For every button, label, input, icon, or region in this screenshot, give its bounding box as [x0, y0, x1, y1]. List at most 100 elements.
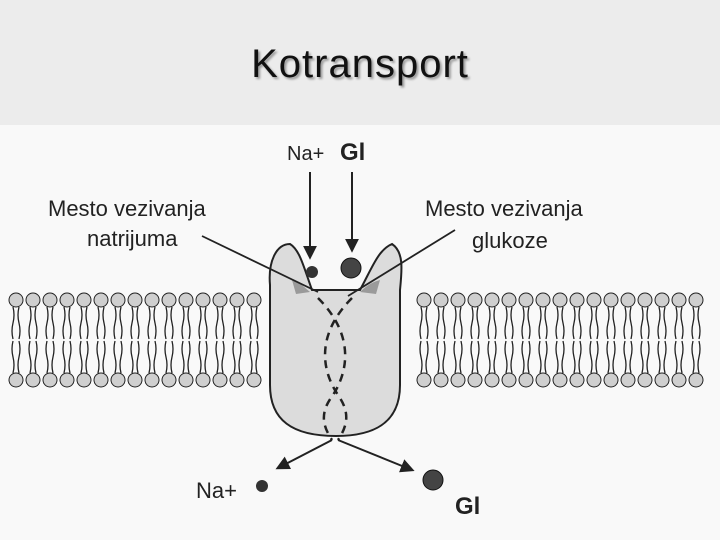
lipid-tail: [572, 306, 576, 340]
sodium-binding-site: [292, 280, 310, 294]
lipid-head: [59, 372, 75, 388]
lipid-heads-bottom: [8, 372, 704, 388]
lipid-tail: [198, 306, 202, 340]
lipid-head: [433, 372, 449, 388]
lipid-tail: [249, 306, 253, 340]
lipid-tail: [102, 306, 106, 340]
lipid-tail: [476, 340, 480, 374]
lipid-tail: [102, 340, 106, 374]
glucose-path-dashed: [323, 297, 353, 441]
lipid-tail: [544, 306, 548, 340]
lipid-tail: [493, 340, 497, 374]
lipid-tail: [215, 340, 219, 374]
lipid-tail: [538, 340, 542, 374]
sodium-arrow-out: [275, 439, 333, 470]
lipid-tail: [674, 340, 678, 374]
lipid-head: [144, 372, 160, 388]
lipid-tail: [215, 306, 219, 340]
lipid-tail: [34, 340, 38, 374]
lipid-tail: [453, 306, 457, 340]
lipid-tail: [45, 306, 49, 340]
lipid-head: [110, 292, 126, 308]
lipid-tail: [510, 306, 514, 340]
lipid-tail: [657, 340, 661, 374]
lipid-head: [637, 372, 653, 388]
lipid-head: [8, 372, 24, 388]
lipid-head: [603, 372, 619, 388]
lipid-tail: [85, 340, 89, 374]
lipid-tail: [663, 340, 667, 374]
glucose-molecule-top: [340, 257, 362, 279]
lipid-head: [212, 372, 228, 388]
lipid-tail: [147, 306, 151, 340]
lipid-tail: [147, 340, 151, 374]
lipid-head: [467, 292, 483, 308]
lipid-tail: [96, 340, 100, 374]
lipid-tail: [96, 306, 100, 340]
lipid-head: [93, 292, 109, 308]
lipid-tail: [674, 306, 678, 340]
lipid-head: [569, 372, 585, 388]
lipid-tail: [204, 306, 208, 340]
lipid-head: [42, 372, 58, 388]
transport-protein: [268, 242, 403, 438]
lipid-head: [42, 292, 58, 308]
lipid-tail: [578, 306, 582, 340]
lipid-tail: [680, 306, 684, 340]
label-sodium-site-line1: Mesto vezivanja: [48, 196, 207, 221]
lipid-head: [569, 292, 585, 308]
lipid-head: [671, 292, 687, 308]
lipid-tail: [425, 306, 429, 340]
lipid-head: [110, 372, 126, 388]
lipid-tail: [612, 306, 616, 340]
lipid-tail: [436, 306, 440, 340]
lipid-tail: [476, 306, 480, 340]
lipid-tail: [221, 306, 225, 340]
lipid-tail: [153, 306, 157, 340]
lipid-tail: [119, 340, 123, 374]
label-glucose-bottom: Gl: [455, 493, 480, 520]
lipid-bilayer: [8, 292, 704, 388]
lipid-tail: [527, 306, 531, 340]
sodium-ion-bottom: [256, 480, 268, 492]
label-sodium-top: Na+: [287, 143, 324, 165]
lipid-tail: [538, 306, 542, 340]
lipid-tail: [130, 306, 134, 340]
lipid-tail: [425, 340, 429, 374]
lipid-head: [467, 372, 483, 388]
lipid-head: [8, 292, 24, 308]
lipid-head: [433, 292, 449, 308]
lipid-head: [416, 292, 432, 308]
lipid-tail: [487, 306, 491, 340]
lipid-tail: [198, 340, 202, 374]
lipid-tail: [691, 340, 695, 374]
lipid-tail: [436, 340, 440, 374]
lipid-head: [161, 372, 177, 388]
lipid-tail: [595, 340, 599, 374]
lipid-tail: [85, 306, 89, 340]
lipid-tail: [119, 306, 123, 340]
lipid-tail: [572, 340, 576, 374]
lipid-head: [484, 372, 500, 388]
sodium-ion-top: [306, 266, 318, 278]
lipid-head: [76, 292, 92, 308]
lipid-tail: [164, 340, 168, 374]
lipid-tail: [521, 306, 525, 340]
lipid-tail: [623, 306, 627, 340]
lipid-heads-top: [8, 292, 704, 308]
lipid-head: [450, 292, 466, 308]
cotransport-diagram: Na+ Gl Mesto vezivanja natrijuma Mesto v…: [8, 139, 704, 520]
lipid-tail: [493, 306, 497, 340]
glucose-binding-site: [360, 280, 380, 294]
lipid-tail: [589, 340, 593, 374]
lipid-tail: [62, 306, 66, 340]
lipid-tail: [11, 306, 15, 340]
lipid-tail: [657, 306, 661, 340]
lipid-tail: [691, 306, 695, 340]
glucose-site-leader: [347, 229, 456, 297]
lipid-head: [603, 292, 619, 308]
lipid-tail: [187, 306, 191, 340]
lipid-head: [501, 292, 517, 308]
lipid-tail: [504, 340, 508, 374]
lipid-tail: [28, 306, 32, 340]
